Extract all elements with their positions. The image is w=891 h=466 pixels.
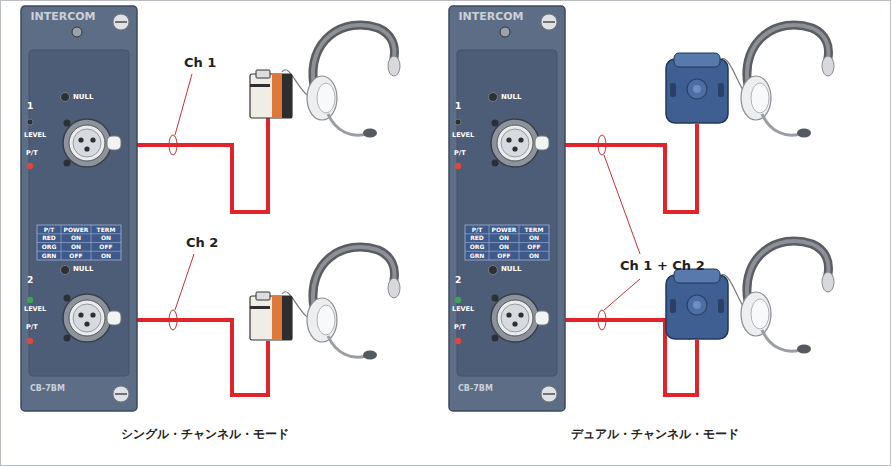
beltpack [666, 269, 728, 339]
control-label: NULL [501, 266, 521, 274]
beltpack [250, 292, 292, 340]
table-cell: TERM [97, 227, 116, 234]
table-cell: GRN [42, 253, 57, 260]
table-cell: ON [71, 244, 81, 251]
table-cell: GRN [470, 253, 485, 260]
table-cell: ORG [470, 244, 485, 251]
channel-number: 1 [455, 102, 461, 112]
table-cell: OFF [497, 253, 510, 260]
control-label: NULL [73, 94, 93, 102]
control-label: P/T [454, 150, 466, 157]
control-label: LEVEL [452, 306, 474, 313]
channel-number: 2 [455, 276, 461, 286]
table-cell: OFF [527, 244, 540, 251]
channel-label: Ch 2 [186, 236, 218, 250]
channel-label: Ch 1 [184, 56, 216, 70]
table-cell: RED [470, 235, 484, 242]
table-cell: ON [529, 235, 539, 242]
intercom-module [449, 6, 565, 411]
mode-caption: デュアル・チャンネル・モード [571, 428, 739, 441]
table-cell: ON [499, 235, 509, 242]
control-label: LEVEL [452, 132, 474, 139]
model-label: CB-7BM [30, 385, 65, 394]
table-cell: POWER [492, 227, 517, 234]
control-label: LEVEL [24, 132, 46, 139]
table-cell: ON [499, 244, 509, 251]
headset [741, 25, 834, 138]
table-cell: ON [71, 235, 81, 242]
beltpack [250, 70, 292, 118]
table-cell: TERM [525, 227, 544, 234]
channel-number: 1 [27, 102, 33, 112]
control-label: NULL [501, 94, 521, 102]
channel-number: 2 [27, 276, 33, 286]
control-label: P/T [454, 324, 466, 331]
cable-markers [169, 135, 606, 330]
control-label: LEVEL [24, 306, 46, 313]
table-cell: ORG [42, 244, 57, 251]
module-title: INTERCOM [458, 11, 523, 23]
control-label: NULL [73, 266, 93, 274]
headset [741, 241, 834, 354]
table-cell: RED [42, 235, 56, 242]
headset [307, 25, 400, 138]
channel-label: Ch 1 + Ch 2 [620, 259, 705, 273]
table-cell: OFF [99, 244, 112, 251]
table-cell: P/T [44, 227, 55, 234]
control-label: P/T [26, 324, 38, 331]
model-label: CB-7BM [458, 385, 493, 394]
control-label: P/T [26, 150, 38, 157]
table-cell: ON [101, 253, 111, 260]
table-cell: P/T [472, 227, 483, 234]
beltpack [666, 53, 728, 123]
module-title: INTERCOM [30, 11, 95, 23]
table-cell: ON [529, 253, 539, 260]
table-cell: POWER [64, 227, 89, 234]
cables [110, 118, 697, 395]
headset [307, 247, 400, 360]
intercom-module [21, 6, 137, 411]
mode-caption: シングル・チャンネル・モード [121, 428, 289, 441]
table-cell: ON [101, 235, 111, 242]
leader-lines [175, 74, 640, 310]
table-cell: OFF [69, 253, 82, 260]
